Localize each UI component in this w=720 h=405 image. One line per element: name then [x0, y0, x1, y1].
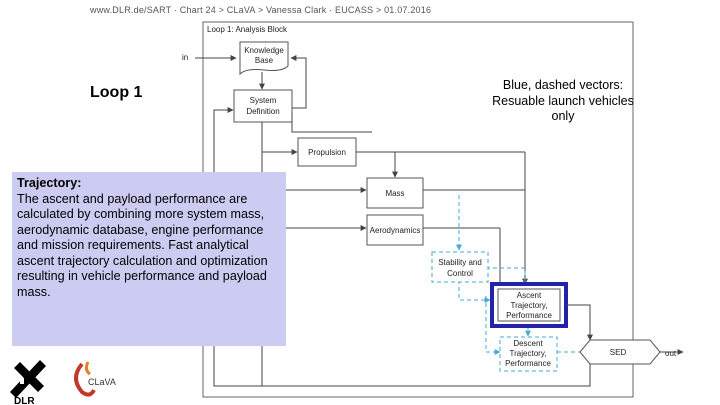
sed-label: SED [610, 348, 627, 357]
trajectory-body: The ascent and payload performance are c… [17, 191, 268, 299]
sed-node [579, 339, 661, 365]
system-definition-node [233, 89, 293, 123]
input-label: in [182, 53, 188, 62]
propulsion-label: Propulsion [308, 148, 346, 157]
trajectory-description-box: Trajectory: The ascent and payload perfo… [12, 172, 286, 346]
clava-logo: CLaVA [74, 361, 116, 397]
svg-text:DLR: DLR [14, 396, 35, 405]
page-header: www.DLR.de/SART · Chart 24 > CLaVA > Van… [90, 5, 432, 15]
loop-title: Loop 1 [90, 84, 143, 101]
svg-text:CLaVA: CLaVA [88, 377, 116, 387]
propulsion-node [297, 137, 357, 167]
trajectory-title: Trajectory: [17, 176, 82, 190]
dashed-vectors-note: Blue, dashed vectors: Resuable launch ve… [492, 78, 634, 123]
descent-trajectory-node [499, 336, 558, 372]
aerodynamics-node [366, 214, 424, 246]
output-label: out [665, 349, 677, 358]
aerodynamics-label: Aerodynamics [370, 226, 421, 235]
ascent-trajectory-node [497, 288, 561, 322]
frame-label: Loop 1: Analysis Block [207, 25, 288, 34]
knowledge-base-node [239, 41, 289, 76]
mass-label: Mass [385, 189, 404, 198]
stability-control-node [431, 251, 489, 283]
dlr-logo: DLR [10, 360, 46, 405]
mass-node [366, 177, 424, 209]
